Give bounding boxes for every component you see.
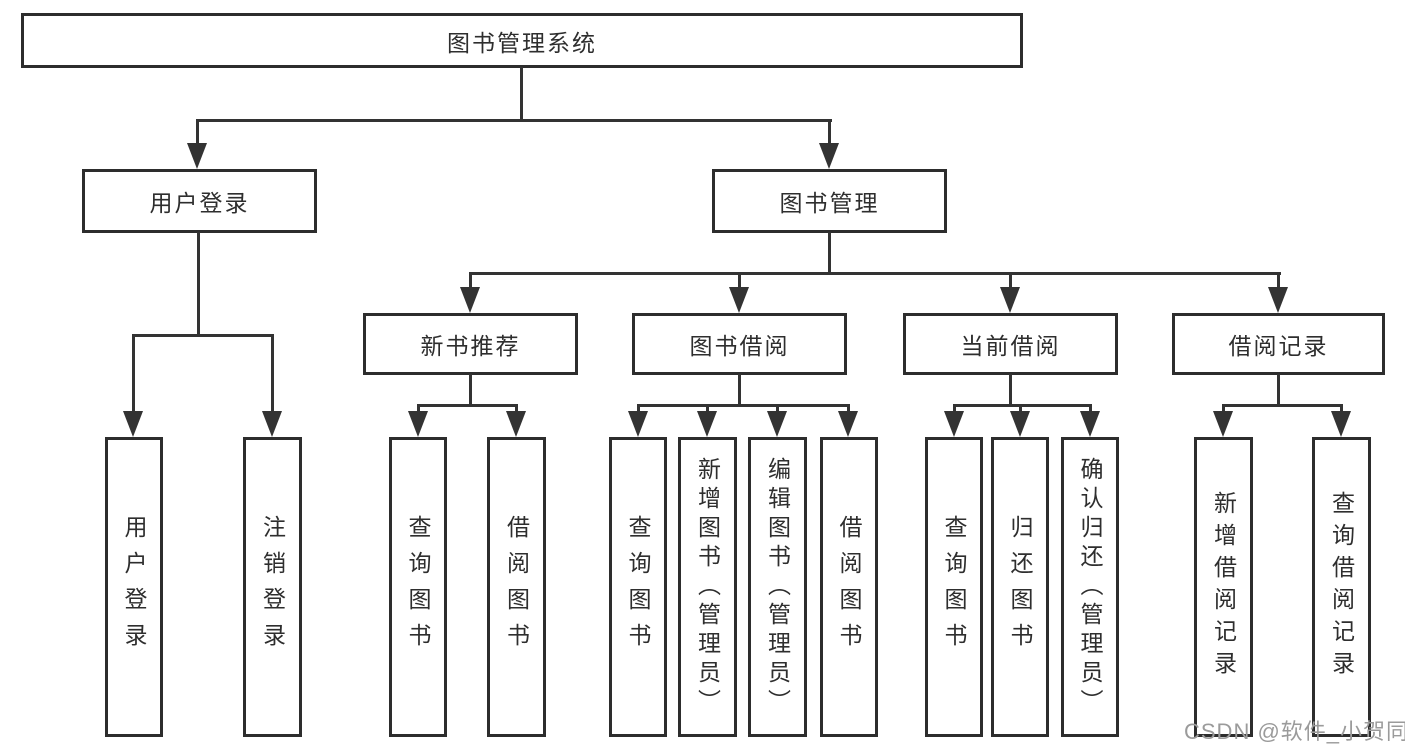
connector-line xyxy=(828,120,831,144)
leaf-confirm-return-admin-label: 确认归还（管理员） xyxy=(1077,456,1103,718)
connector-arrow xyxy=(1213,411,1233,437)
connector-arrow xyxy=(1000,287,1020,313)
leaf-return-books: 归还图书 xyxy=(991,437,1049,737)
connector-arrow xyxy=(1268,287,1288,313)
connector-line xyxy=(132,334,274,337)
connector-line xyxy=(953,406,956,414)
connector-arrow xyxy=(1010,411,1030,437)
connector-line xyxy=(1222,404,1343,407)
leaf-logout-label: 注销登录 xyxy=(259,515,286,659)
leaf-edit-books-admin: 编辑图书（管理员） xyxy=(748,437,807,737)
connector-line xyxy=(1340,406,1343,414)
connector-line xyxy=(828,232,831,274)
node-borrowing-records: 借阅记录 xyxy=(1172,313,1385,375)
connector-line xyxy=(469,374,472,406)
leaf-logout: 注销登录 xyxy=(243,437,302,737)
connector-line xyxy=(132,336,135,412)
connector-line xyxy=(196,119,832,122)
node-new-book-recommend: 新书推荐 xyxy=(363,313,578,375)
node-root-label: 图书管理系统 xyxy=(447,29,597,56)
connector-arrow xyxy=(819,143,839,169)
node-current-borrowing-label: 当前借阅 xyxy=(960,333,1061,359)
connector-line xyxy=(469,274,472,288)
leaf-add-books-admin-label: 新增图书（管理员） xyxy=(694,456,721,718)
leaf-query-books-borrowing: 查询图书 xyxy=(609,437,667,737)
connector-line xyxy=(738,274,741,288)
leaf-query-books-label: 查询图书 xyxy=(941,515,967,659)
connector-line xyxy=(515,406,518,414)
connector-arrow xyxy=(506,411,526,437)
leaf-query-borrow-record: 查询借阅记录 xyxy=(1312,437,1371,737)
node-book-borrowing: 图书借阅 xyxy=(632,313,847,375)
connector-line xyxy=(1277,274,1280,288)
node-book-borrowing-label: 图书借阅 xyxy=(689,333,790,359)
connector-arrow xyxy=(628,411,648,437)
connector-arrow xyxy=(1080,411,1100,437)
leaf-user-login: 用户登录 xyxy=(105,437,163,737)
connector-line xyxy=(469,272,1281,275)
leaf-query-books-current: 查询图书 xyxy=(925,437,983,737)
connector-line xyxy=(1019,406,1022,414)
connector-line xyxy=(1009,274,1012,288)
leaf-edit-books-admin-label: 编辑图书（管理员） xyxy=(764,456,791,718)
connector-line xyxy=(1089,406,1092,414)
leaf-borrow-books-recommend: 借阅图书 xyxy=(487,437,546,737)
connector-arrow xyxy=(697,411,717,437)
node-current-borrowing: 当前借阅 xyxy=(903,313,1118,375)
leaf-add-borrow-record: 新增借阅记录 xyxy=(1194,437,1253,737)
leaf-confirm-return-admin: 确认归还（管理员） xyxy=(1061,437,1119,737)
connector-arrow xyxy=(729,287,749,313)
connector-arrow xyxy=(1331,411,1351,437)
connector-line xyxy=(196,120,199,144)
leaf-return-books-label: 归还图书 xyxy=(1007,515,1033,659)
connector-line xyxy=(706,406,709,414)
connector-arrow xyxy=(460,287,480,313)
connector-arrow xyxy=(408,411,428,437)
node-book-management: 图书管理 xyxy=(712,169,947,233)
connector-line xyxy=(417,404,518,407)
connector-arrow xyxy=(123,411,143,437)
connector-line xyxy=(637,404,850,407)
connector-line xyxy=(847,406,850,414)
leaf-query-books-label: 查询图书 xyxy=(405,515,431,659)
leaf-user-login-label: 用户登录 xyxy=(121,515,147,659)
node-new-book-recommend-label: 新书推荐 xyxy=(420,333,521,359)
connector-arrow xyxy=(262,411,282,437)
connector-line xyxy=(953,404,1092,407)
leaf-add-books-admin: 新增图书（管理员） xyxy=(678,437,737,737)
connector-line xyxy=(197,232,200,336)
connector-line xyxy=(637,406,640,414)
connector-line xyxy=(1222,406,1225,414)
connector-line xyxy=(738,374,741,406)
node-root-library-management-system: 图书管理系统 xyxy=(21,13,1023,68)
leaf-add-borrow-record-label: 新增借阅记录 xyxy=(1210,491,1237,683)
connector-arrow xyxy=(944,411,964,437)
connector-line xyxy=(1009,374,1012,406)
connector-line xyxy=(1277,374,1280,406)
connector-line xyxy=(417,406,420,414)
leaf-query-borrow-record-label: 查询借阅记录 xyxy=(1328,491,1355,683)
leaf-borrow-books-label: 借阅图书 xyxy=(836,515,862,659)
connector-arrow xyxy=(767,411,787,437)
connector-line xyxy=(776,406,779,414)
connector-line xyxy=(271,336,274,412)
connector-line xyxy=(520,67,523,122)
leaf-query-books-label: 查询图书 xyxy=(625,515,651,659)
node-user-login: 用户登录 xyxy=(82,169,317,233)
leaf-borrow-books: 借阅图书 xyxy=(820,437,878,737)
connector-arrow xyxy=(187,143,207,169)
csdn-watermark: CSDN @软件_小贺同学 xyxy=(1184,719,1405,744)
node-book-management-label: 图书管理 xyxy=(779,190,880,216)
leaf-borrow-books-label: 借阅图书 xyxy=(503,515,530,659)
connector-arrow xyxy=(838,411,858,437)
node-borrowing-records-label: 借阅记录 xyxy=(1228,333,1329,359)
node-user-login-label: 用户登录 xyxy=(149,190,250,216)
leaf-query-books-recommend: 查询图书 xyxy=(389,437,447,737)
